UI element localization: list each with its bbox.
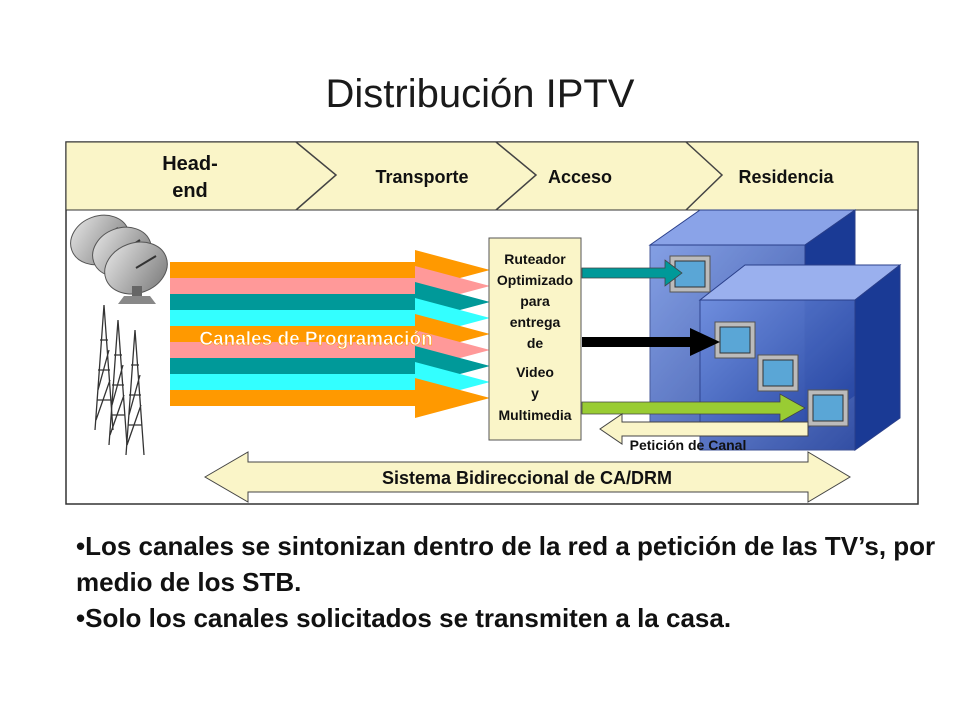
channel-arrow [170, 378, 490, 418]
svg-text:Optimizado: Optimizado [497, 272, 573, 288]
peticion-label: Petición de Canal [630, 437, 747, 453]
svg-text:Video: Video [516, 364, 554, 380]
tv-icon [714, 321, 756, 359]
bullet-list: •Los canales se sintonizan dentro de la … [76, 528, 936, 636]
request-arrow [599, 413, 809, 445]
channels-label: Canales de Programación [199, 329, 432, 350]
svg-text:para: para [520, 293, 550, 309]
channel-arrow [170, 362, 490, 402]
channel-arrow [170, 250, 490, 290]
page-title: Distribución IPTV [325, 72, 635, 116]
channel-arrow [170, 282, 490, 322]
svg-text:de: de [527, 335, 544, 351]
black-delivery-arrow [582, 328, 720, 356]
svg-text:entrega: entrega [510, 314, 561, 330]
channel-arrow [170, 330, 490, 370]
channel-arrow [170, 314, 490, 354]
stage-transporte: Transporte [375, 167, 468, 187]
router-box [488, 237, 582, 441]
channel-arrow [170, 298, 490, 338]
satellite-dish-icon [70, 214, 168, 304]
antenna-tower-icon [94, 304, 145, 456]
teal-delivery-arrow [581, 259, 683, 287]
stage-acceso: Acceso [548, 167, 612, 187]
stage-band [65, 141, 919, 211]
stage-residencia: Residencia [738, 167, 834, 187]
channel-arrows [170, 250, 490, 418]
svg-text:Multimedia: Multimedia [498, 407, 571, 423]
bullet-item: •Los canales se sintonizan dentro de la … [76, 531, 936, 597]
tv-icon [807, 389, 849, 427]
svg-text:y: y [531, 385, 539, 401]
stage-divider-3 [685, 141, 724, 211]
tv-icon [757, 354, 799, 392]
channel-arrow [170, 346, 490, 386]
stage-headend-line2: end [172, 180, 208, 202]
green-delivery-arrow [581, 393, 806, 423]
stage-divider-2 [495, 141, 538, 211]
channel-arrow [170, 266, 490, 306]
svg-text:Ruteador: Ruteador [504, 251, 566, 267]
bidirectional-arrow [204, 451, 851, 503]
stage-headend-line1: Head- [162, 153, 218, 175]
bullet-item: •Solo los canales solicitados se transmi… [76, 603, 732, 633]
bidirectional-label: Sistema Bidireccional de CA/DRM [382, 468, 672, 488]
router-label: Ruteador Optimizado para entrega de Vide… [497, 251, 573, 423]
stage-divider-1 [295, 141, 338, 211]
